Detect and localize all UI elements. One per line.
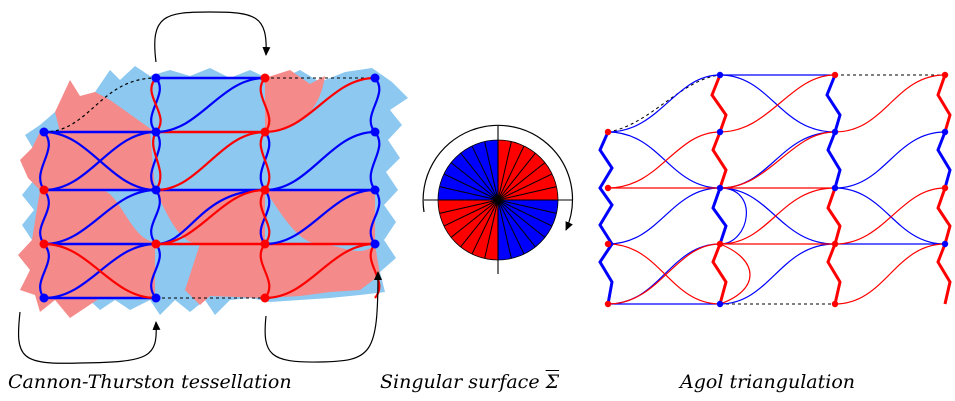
agol-red-thick — [710, 74, 952, 305]
disk-spoke — [497, 145, 525, 201]
disk-spoke — [450, 199, 499, 238]
disk-spoke — [497, 199, 512, 259]
red-horizontal-edges — [156, 130, 375, 246]
agol-panel — [598, 71, 952, 308]
disk-spoke — [497, 173, 553, 201]
disk-spoke — [443, 173, 499, 201]
caption-singular-surface-text: Singular surface — [380, 371, 546, 393]
disk-spoke — [443, 199, 499, 227]
vertices-right — [604, 71, 949, 308]
disk-spoke — [484, 141, 499, 201]
disk-spoke — [497, 162, 546, 201]
vertices-left — [39, 73, 380, 303]
disk-spoke — [497, 199, 525, 255]
caption-cannon-thurston: Cannon-Thurston tessellation — [8, 371, 292, 393]
red-region-right-bottom — [265, 244, 380, 298]
disk-spoke — [439, 199, 499, 214]
disk-spoke — [471, 199, 499, 255]
dashed-edge-top — [607, 74, 721, 133]
disk-spoke — [497, 141, 512, 201]
blue-horizontal-edges — [44, 76, 375, 300]
agol-blue-thick — [598, 74, 952, 305]
disk-spoke — [450, 162, 499, 201]
disk-spoke — [497, 199, 553, 227]
black-edge-top — [43, 77, 157, 133]
caption-agol: Agol triangulation — [680, 371, 855, 393]
disk-spoke — [497, 199, 546, 238]
caption-singular-surface: Singular surface Σ — [380, 371, 559, 393]
disk-spoke — [460, 199, 499, 248]
rotation-arrow-icon — [422, 124, 574, 231]
disk-spoke — [497, 199, 557, 214]
disk-spoke — [471, 145, 499, 201]
disk-spoke — [497, 152, 536, 201]
caption-sigma-symbol: Σ — [545, 371, 560, 393]
disk-sectors — [438, 140, 558, 260]
red-region-left — [20, 132, 155, 190]
disk-spoke — [497, 186, 557, 201]
red-region-bottom-right — [185, 244, 265, 305]
curved-arrow-icon — [154, 11, 271, 63]
agol-red-thin — [607, 74, 946, 305]
disk-spoke — [497, 199, 536, 248]
disk-spoke — [439, 186, 499, 201]
singular-surface-panel — [422, 124, 574, 274]
curved-arrow-icon — [17, 311, 161, 364]
disk-quadrant — [438, 140, 498, 200]
disk-spoke — [460, 152, 499, 201]
curved-arrow-icon — [264, 271, 382, 363]
red-region-right — [265, 70, 325, 132]
cannon-thurston-panel — [17, 11, 408, 364]
disk-spoke — [484, 199, 499, 259]
disk-quadrant — [498, 140, 558, 200]
disk-quadrant — [498, 200, 558, 260]
disk-quadrant — [438, 200, 498, 260]
